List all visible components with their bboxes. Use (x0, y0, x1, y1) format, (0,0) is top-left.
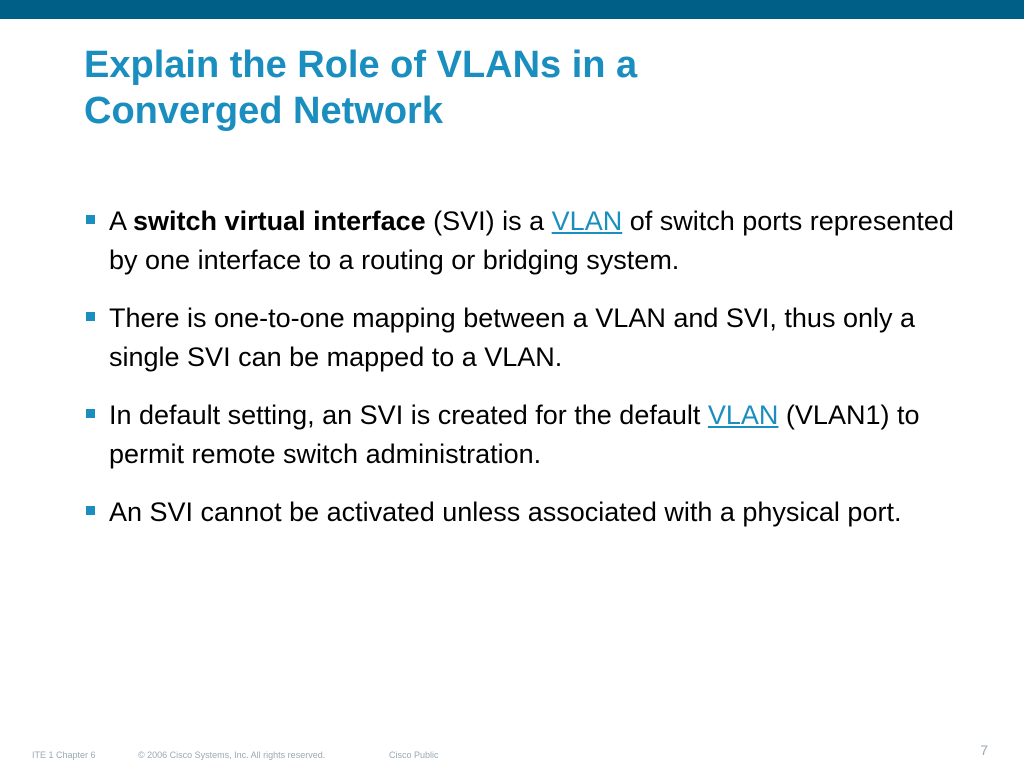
bold-term: switch virtual interface (133, 206, 426, 236)
footer-classification: Cisco Public (389, 750, 439, 760)
bullet-item: In default setting, an SVI is created fo… (84, 396, 964, 474)
bullet-text: A (109, 206, 134, 236)
bullet-text: There is one-to-one mapping between a VL… (109, 303, 915, 372)
bullet-item: There is one-to-one mapping between a VL… (84, 299, 964, 377)
slide-title: Explain the Role of VLANs in a Converged… (84, 42, 964, 134)
square-bullet-icon (86, 409, 95, 418)
bullet-text: (VLAN1) to permit remote switch administ… (109, 400, 920, 469)
square-bullet-icon (86, 506, 95, 515)
slide-title-line-2: Converged Network (84, 90, 443, 132)
bullet-item: A switch virtual interface (SVI) is a VL… (84, 202, 964, 280)
top-banner (0, 0, 1024, 19)
vlan-link[interactable]: VLAN (551, 206, 623, 236)
bullet-text: (SVI) is a (425, 206, 552, 236)
vlan-link[interactable]: VLAN (707, 400, 779, 430)
bullet-text: An SVI cannot be activated unless associ… (109, 497, 902, 527)
bullet-text: In default setting, an SVI is created fo… (109, 400, 708, 430)
bullet-item: An SVI cannot be activated unless associ… (84, 493, 964, 532)
slide-title-line-1: Explain the Role of VLANs in a (84, 44, 638, 86)
slide-footer: ITE 1 Chapter 6 © 2006 Cisco Systems, In… (0, 738, 1024, 768)
bullet-text: of switch ports represented by one inter… (109, 206, 954, 275)
footer-copyright: © 2006 Cisco Systems, Inc. All rights re… (138, 750, 326, 760)
page-number: 7 (980, 742, 988, 758)
bullet-list: A switch virtual interface (SVI) is a VL… (84, 202, 964, 551)
square-bullet-icon (86, 215, 95, 224)
footer-chapter: ITE 1 Chapter 6 (32, 750, 96, 760)
square-bullet-icon (86, 312, 95, 321)
